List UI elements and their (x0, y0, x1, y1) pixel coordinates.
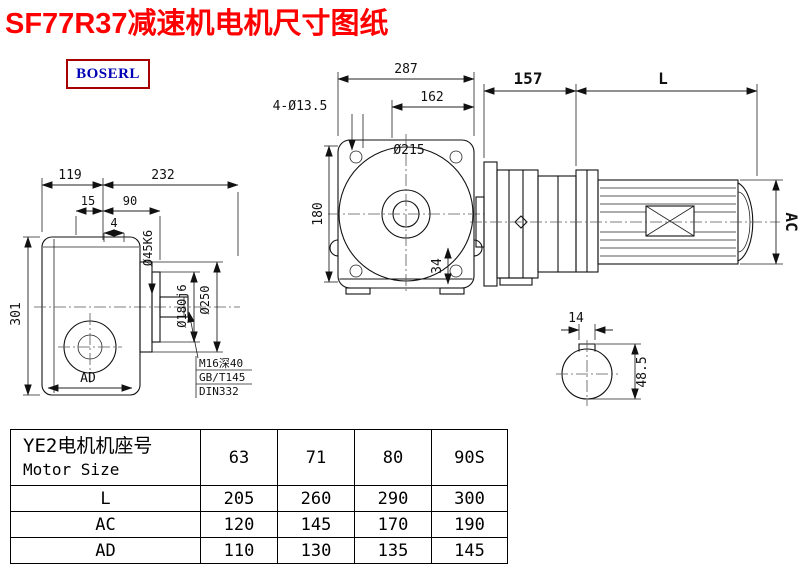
dim-AD: AD (80, 371, 96, 386)
dim-4: 4 (110, 216, 117, 230)
dim-90: 90 (123, 194, 137, 208)
dim-AC: AC (782, 212, 800, 231)
dim-spigot-dia: Ø180j6 (175, 284, 189, 327)
motor-size-col-3: 80 (354, 429, 432, 486)
tap-spec-line2: GB/T145 (199, 371, 245, 384)
gearbox-side-view (34, 236, 240, 396)
motor-size-col-1: 63 (200, 429, 278, 486)
shaft-section-dimensions: 14 48.5 (561, 311, 650, 400)
motor-size-col-4: 90S (431, 429, 508, 486)
motor-assembly-view (470, 161, 780, 287)
table-cell: 135 (354, 537, 432, 564)
table-row-AC: AC 120 145 170 190 (10, 511, 508, 538)
table-cell: 145 (431, 537, 508, 564)
brand-logo: BOSERL (66, 59, 150, 89)
dim-34: 34 (430, 258, 445, 274)
table-cell: 120 (200, 511, 278, 538)
dim-shaft-dia: Ø45K6 (141, 230, 155, 266)
front-view (328, 134, 484, 295)
dim-L: L (658, 69, 668, 88)
row-label-L: L (10, 485, 201, 512)
table-cell: 130 (277, 537, 355, 564)
motor-adapter (537, 175, 577, 273)
tap-spec-line1: M16深40 (199, 357, 243, 370)
table-cell: 205 (200, 485, 278, 512)
right-foot (439, 287, 465, 295)
table-cell: 190 (431, 511, 508, 538)
motor-size-table: YE2电机机座号 Motor Size 63 71 80 90S L 205 2… (10, 429, 508, 564)
dim-flange-dia-250: Ø250 (198, 286, 212, 315)
tap-spec-line3: DIN332 (199, 385, 239, 398)
table-row-L: L 205 260 290 300 (10, 485, 508, 512)
table-cell: 300 (431, 485, 508, 512)
bolt-hole (349, 264, 363, 278)
motor-size-col-2: 71 (277, 429, 355, 486)
dim-flange-dia: Ø215 (393, 143, 424, 158)
table-cell: 110 (200, 537, 278, 564)
page-title: SF77R37减速机电机尺寸图纸 (5, 8, 389, 40)
left-lug (329, 239, 339, 257)
table-cell: 260 (277, 485, 355, 512)
dim-119: 119 (58, 168, 81, 183)
motor-frame-label-en: Motor Size (23, 459, 120, 479)
shaft-section-view (556, 340, 618, 406)
row-label-AC: AC (10, 511, 201, 538)
bolt-hole (449, 264, 463, 278)
dim-232: 232 (151, 168, 174, 183)
dim-162: 162 (420, 90, 443, 105)
bolt-hole (349, 150, 363, 164)
dim-48-5: 48.5 (635, 356, 650, 387)
right-lug (473, 239, 483, 257)
side-view-dimensions: 119 232 15 90 4 301 AD Ø45K6 Ø180j6 Ø250… (9, 168, 252, 398)
front-view-dimensions: 287 162 4-Ø13.5 Ø215 180 34 (273, 62, 475, 285)
brand-logo-text: BOSERL (76, 65, 140, 82)
dim-157: 157 (514, 69, 543, 88)
dim-bolt-holes: 4-Ø13.5 (273, 99, 328, 114)
dim-15: 15 (81, 194, 95, 208)
motor-frame-header-cell: YE2电机机座号 Motor Size (10, 429, 201, 486)
table-header-row: YE2电机机座号 Motor Size 63 71 80 90S (10, 429, 508, 486)
dim-14: 14 (568, 311, 584, 326)
motor-frame-label-cn: YE2电机机座号 (23, 435, 153, 458)
technical-drawing: 287 162 4-Ø13.5 Ø215 180 34 (9, 62, 800, 406)
bolt-hole (449, 150, 463, 164)
housing-foot (499, 277, 533, 286)
table-cell: 290 (354, 485, 432, 512)
table-row-AD: AD 110 130 135 145 (10, 537, 508, 564)
dim-287: 287 (394, 62, 417, 77)
mounting-flange (483, 161, 498, 287)
input-shaft (159, 296, 189, 318)
dim-301: 301 (9, 302, 24, 325)
dim-180: 180 (311, 202, 326, 225)
left-foot (345, 287, 371, 295)
assembly-dimensions: 157 L AC (483, 69, 800, 265)
row-label-AD: AD (10, 537, 201, 564)
inspection-mark (514, 215, 528, 229)
motor-fins (600, 187, 736, 257)
table-cell: 145 (277, 511, 355, 538)
table-cell: 170 (354, 511, 432, 538)
